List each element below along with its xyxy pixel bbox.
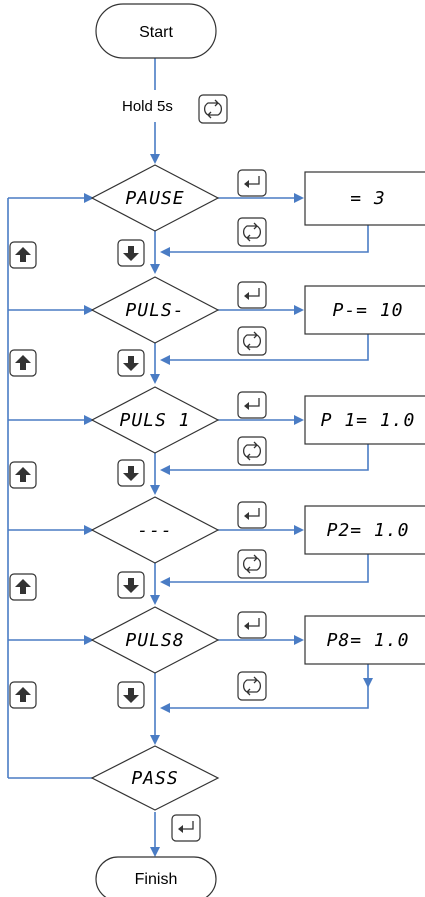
enter-key-icon <box>237 391 267 419</box>
enter-key-icon <box>237 281 267 309</box>
cycle-key-icon <box>237 549 267 579</box>
up-key-icon <box>9 241 37 269</box>
diamond-label: --- <box>137 520 173 541</box>
enter-key-icon <box>237 611 267 639</box>
display-value: P 1= 1.0 <box>321 410 416 431</box>
up-key-icon <box>9 349 37 377</box>
decision-puls8: PULS8 <box>90 606 220 674</box>
display-box: P8= 1.0 <box>304 615 425 665</box>
decision-dashes: --- <box>90 496 220 564</box>
up-key-icon <box>9 573 37 601</box>
start-terminal: Start <box>95 3 217 59</box>
display-box: P 1= 1.0 <box>304 395 425 445</box>
display-box: P-= 10 <box>304 285 425 335</box>
decision-pass: PASS <box>90 745 220 811</box>
cycle-key-icon <box>198 94 228 124</box>
display-value: P-= 10 <box>332 300 403 321</box>
cycle-key-icon <box>237 671 267 701</box>
decision-puls-1: PULS 1 <box>90 386 220 454</box>
finish-terminal: Finish <box>95 856 217 897</box>
display-value: P2= 1.0 <box>327 520 410 541</box>
decision-pause: PAUSE <box>90 164 220 232</box>
hold-label: Hold 5s <box>122 98 173 115</box>
up-key-icon <box>9 461 37 489</box>
cycle-key-icon <box>237 326 267 356</box>
up-key-icon <box>9 681 37 709</box>
diamond-label: PAUSE <box>125 188 184 209</box>
enter-key-icon <box>171 814 201 842</box>
end-diamond-label: PASS <box>131 768 178 789</box>
decision-puls-minus: PULS- <box>90 276 220 344</box>
down-key-icon <box>117 571 145 599</box>
display-value: = 3 <box>350 188 386 209</box>
enter-key-icon <box>237 501 267 529</box>
diamond-label: PULS 1 <box>119 410 190 431</box>
down-key-icon <box>117 459 145 487</box>
start-label: Start <box>139 24 173 41</box>
diamond-label: PULS- <box>125 300 184 321</box>
cycle-key-icon <box>237 217 267 247</box>
down-key-icon <box>117 239 145 267</box>
connectors <box>7 58 373 857</box>
down-key-icon <box>117 681 145 709</box>
diamond-label: PULS8 <box>125 630 184 651</box>
display-box: P2= 1.0 <box>304 505 425 555</box>
cycle-key-icon <box>237 436 267 466</box>
display-value: P8= 1.0 <box>327 630 410 651</box>
down-key-icon <box>117 349 145 377</box>
finish-label: Finish <box>135 871 178 888</box>
enter-key-icon <box>237 169 267 197</box>
display-box: = 3 <box>304 171 425 226</box>
